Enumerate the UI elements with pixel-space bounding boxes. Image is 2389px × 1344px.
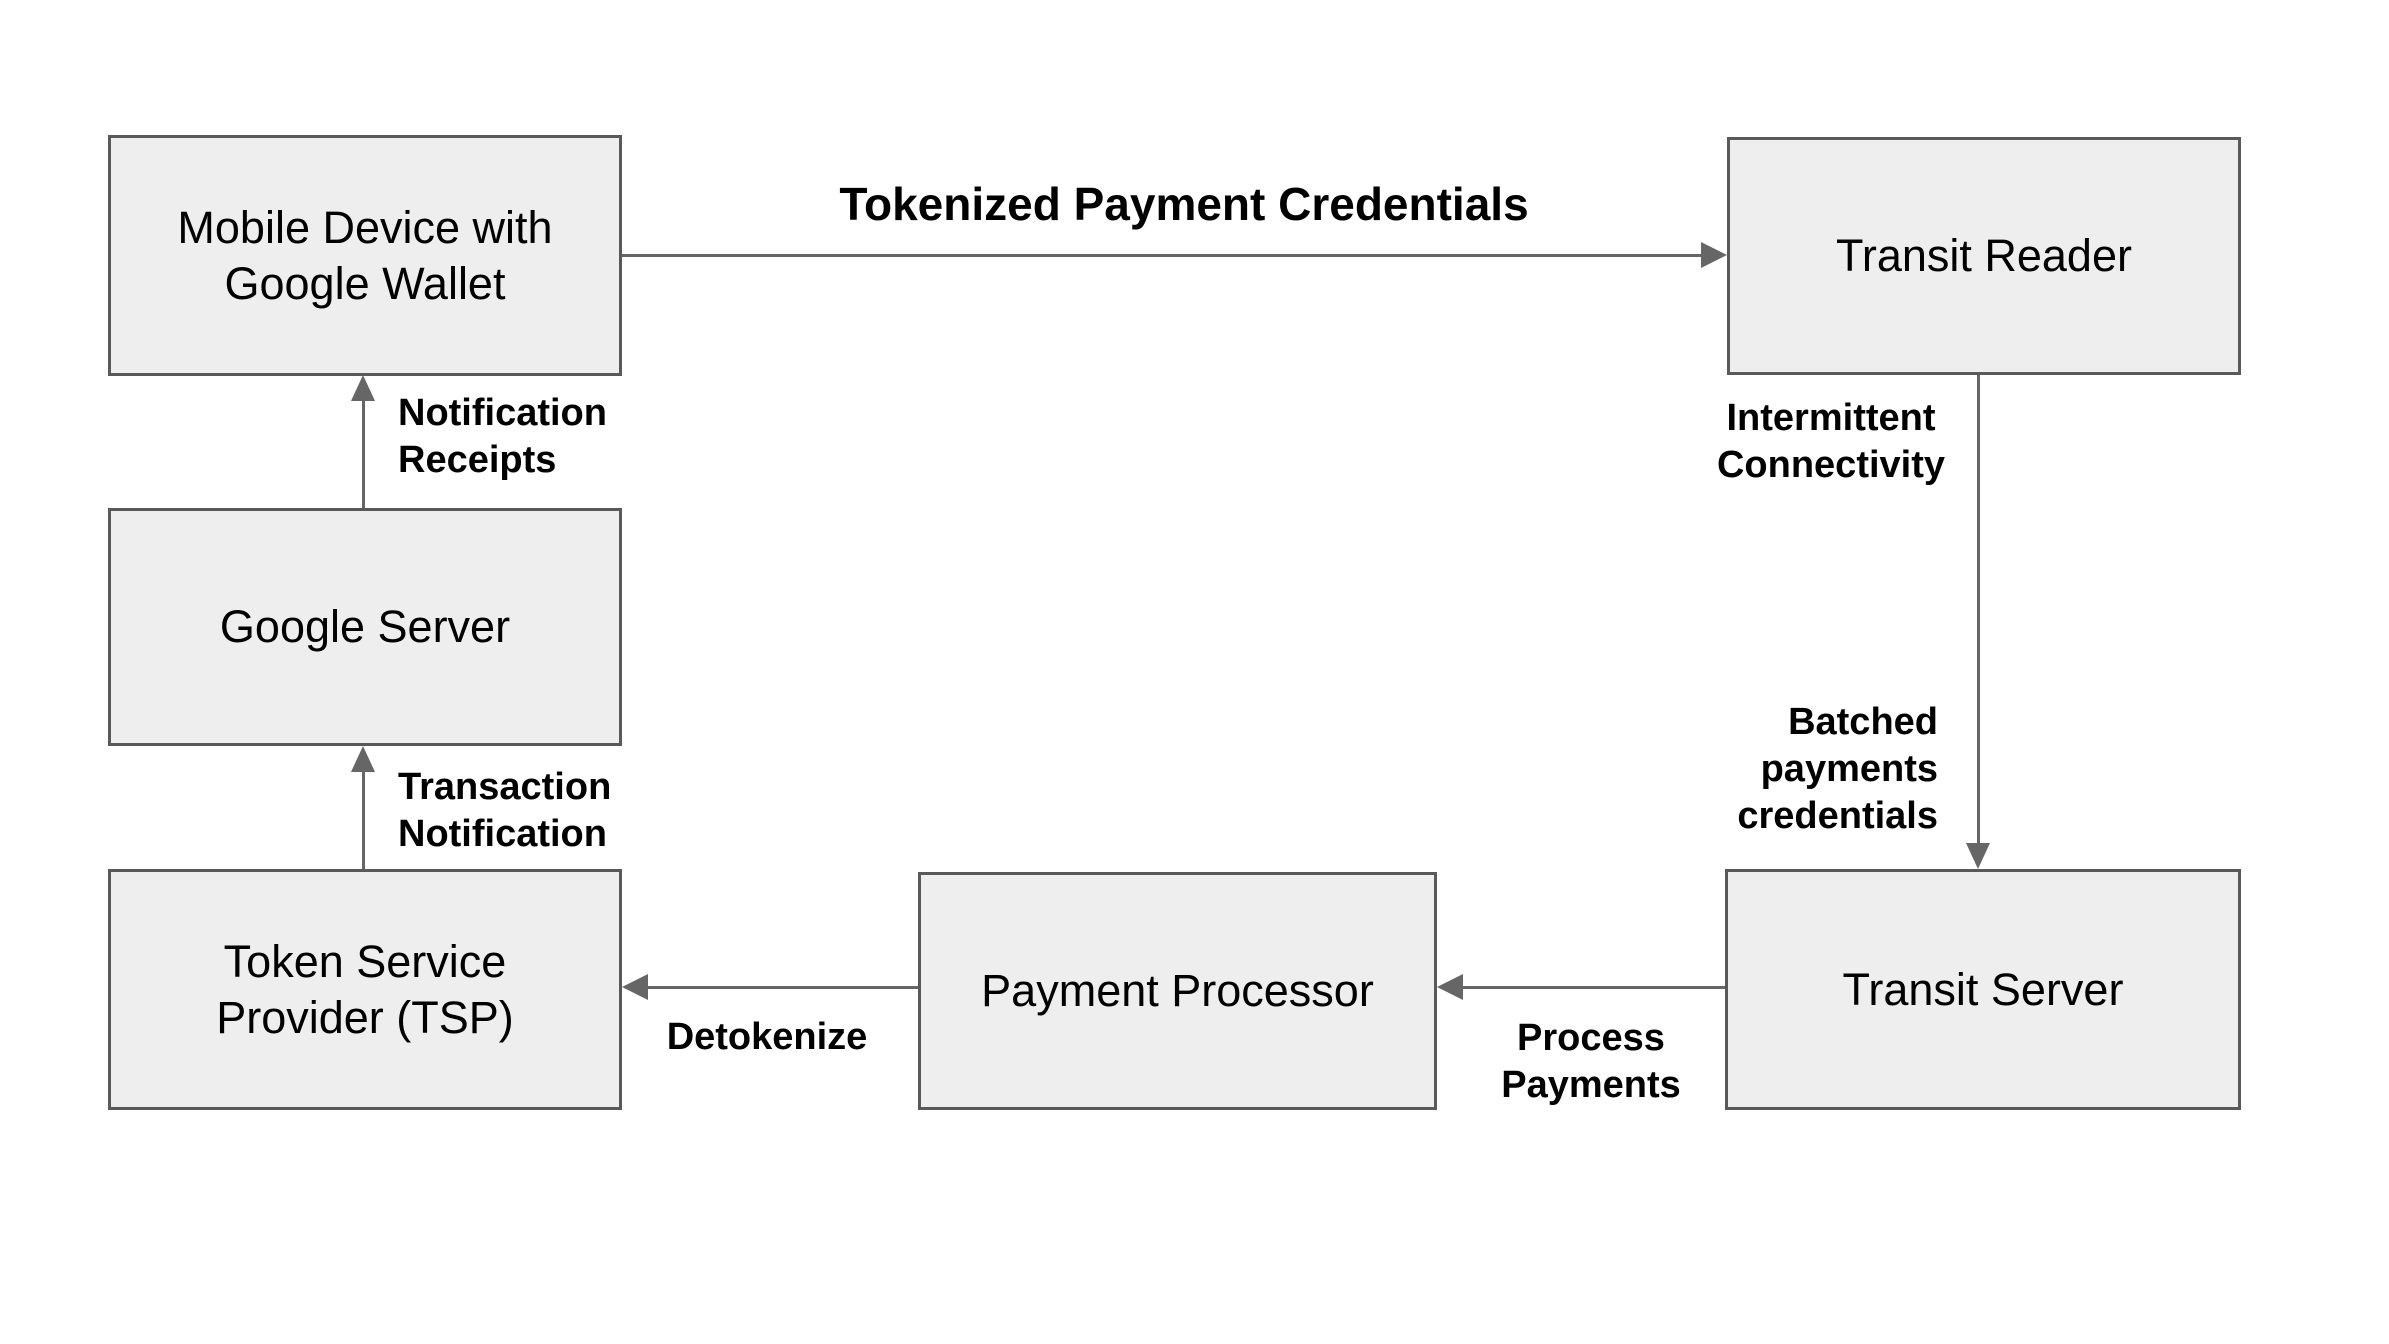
connector-tserver-to-processor: [1461, 986, 1725, 989]
node-token-service-provider-label: Token Service Provider (TSP): [216, 935, 514, 1043]
arrowhead-left-icon: [622, 974, 648, 1000]
edge-label-batched-payments-credentials: Batched payments credentials: [1737, 701, 1938, 837]
arrowhead-up-icon: [351, 375, 375, 401]
node-transit-reader-label: Transit Reader: [1836, 230, 2132, 281]
node-mobile-device-label: Mobile Device with Google Wallet: [177, 201, 553, 309]
connector-google-to-mobile: [362, 399, 365, 508]
node-transit-server-label: Transit Server: [1842, 963, 2124, 1015]
arrowhead-up-icon: [351, 746, 375, 772]
node-token-service-provider: Token Service Provider (TSP): [108, 869, 622, 1110]
edge-label-notification-receipts: Notification Receipts: [398, 392, 607, 481]
edge-label-intermittent-connectivity: Intermittent Connectivity: [1716, 397, 1946, 486]
node-payment-processor-label: Payment Processor: [981, 965, 1374, 1016]
connector-tsp-to-google: [362, 770, 365, 869]
node-transit-reader: Transit Reader: [1727, 137, 2241, 375]
connector-processor-to-tsp: [646, 986, 918, 989]
node-google-server: Google Server: [108, 508, 622, 746]
arrowhead-left-icon: [1437, 974, 1463, 1000]
node-google-server-label: Google Server: [219, 601, 511, 652]
arrowhead-down-icon: [1966, 843, 1990, 869]
connector-mobile-to-reader: [622, 254, 1703, 257]
node-mobile-device: Mobile Device with Google Wallet: [108, 135, 622, 376]
edge-label-detokenize: Detokenize: [666, 1016, 868, 1058]
edge-label-tokenized-payment-credentials: Tokenized Payment Credentials: [839, 178, 1529, 230]
node-transit-server: Transit Server: [1725, 869, 2241, 1110]
connector-reader-to-tserver: [1977, 375, 1980, 845]
arrowhead-right-icon: [1701, 242, 1727, 268]
edge-label-transaction-notification: Transaction Notification: [398, 766, 612, 855]
edge-label-process-payments: Process Payments: [1501, 1017, 1681, 1106]
node-payment-processor: Payment Processor: [918, 872, 1437, 1110]
